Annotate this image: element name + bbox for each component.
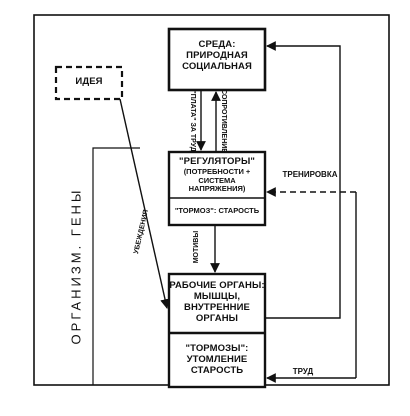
organism-boundary <box>92 147 140 385</box>
pay-for-work-label: "ПЛАТА" ЗА ТРУД <box>189 90 197 152</box>
idea-label: ИДЕЯ <box>75 76 103 87</box>
organism-genes-label: ОРГАНИЗМ. ГЕНЫ <box>68 187 84 345</box>
regulators-label: "РЕГУЛЯТОРЫ" (ПОТРЕБНОСТИ + СИСТЕМА НАПР… <box>169 156 265 194</box>
working-organs-label: РАБОЧИЕ ОРГАНЫ: МЫШЦЫ, ВНУТРЕННИЕ ОРГАНЫ <box>169 280 265 325</box>
regulators-box <box>167 150 267 227</box>
feedback-inner-arrow <box>265 41 341 319</box>
working-organs-line-1: РАБОЧИЕ ОРГАНЫ: <box>169 280 265 291</box>
brake-old-age-label: "ТОРМОЗ": СТАРОСТЬ <box>174 206 260 215</box>
brakes-label: "ТОРМОЗЫ": УТОМЛЕНИЕ СТАРОСТЬ <box>169 343 265 377</box>
working-organs-line-3: ВНУТРЕННИЕ <box>184 301 250 313</box>
working-organs-line-2: МЫШЦЫ, <box>193 290 241 302</box>
environment-label: СРЕДА: ПРИРОДНАЯ СОЦИАЛЬНАЯ <box>169 39 265 73</box>
regulators-title: "РЕГУЛЯТОРЫ" <box>179 156 255 167</box>
environment-line-1: СРЕДА: <box>198 39 236 50</box>
labor-label: ТРУД <box>292 367 314 376</box>
beliefs-arrow <box>119 98 170 309</box>
brakes-line-2: УТОМЛЕНИЕ <box>186 353 248 365</box>
environment-line-3: СОЦИАЛЬНАЯ <box>182 60 252 72</box>
brakes-line-1: "ТОРМОЗЫ": <box>185 343 249 354</box>
environment-box <box>167 27 267 92</box>
brakes-line-3: СТАРОСТЬ <box>190 364 244 376</box>
motives-label: МОТИВЫ <box>192 230 200 264</box>
idea-box <box>54 65 124 101</box>
training-label: ТРЕНИРОВКА <box>282 170 338 179</box>
resistance-label: СОПРОТИВЛЕНИЕ <box>220 89 228 153</box>
working-organs-line-4: ОРГАНЫ <box>195 312 239 324</box>
regulators-line-2: СИСТЕМА НАПРЯЖЕНИЯ) <box>188 175 246 194</box>
regulators-line-1: (ПОТРЕБНОСТИ + <box>183 166 251 176</box>
environment-line-2: ПРИРОДНАЯ <box>186 49 248 61</box>
working-organs-box <box>167 272 267 389</box>
